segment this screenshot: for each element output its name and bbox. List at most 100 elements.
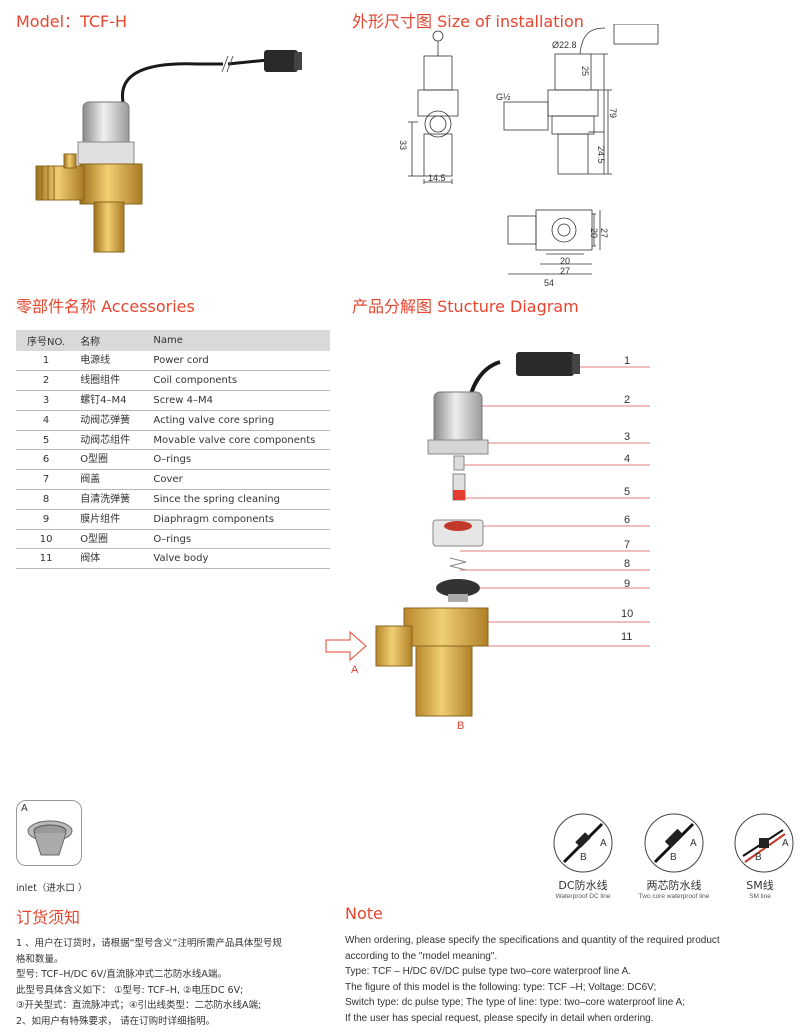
row-no: 2 — [16, 370, 77, 392]
row-no: 10 — [16, 529, 77, 550]
row-no: 3 — [16, 390, 77, 411]
row-no: 8 — [16, 489, 77, 510]
note-line: Switch type: dc pulse type; The type of … — [345, 997, 685, 1008]
note-line: Type: TCF – H/DC 6V/DC pulse type two–co… — [345, 966, 632, 977]
product-photo — [35, 50, 302, 253]
order-line: 格和数量。 — [16, 953, 64, 965]
header-en: Name — [149, 330, 330, 351]
callout-6: 6 — [624, 514, 631, 526]
callout-5: 5 — [624, 486, 631, 498]
row-en: O–rings — [149, 449, 330, 471]
row-cn: 线圈组件 — [76, 370, 150, 392]
accessories-title: 零部件名称 Accessories — [16, 297, 195, 316]
row-no: 6 — [16, 449, 77, 471]
callout-10: 10 — [621, 608, 634, 620]
row-en: Acting valve core spring — [149, 410, 330, 431]
callout-1: 1 — [624, 355, 631, 367]
order-line: 1 、用户在订货时，请根据“型号含义”注明所需产品具体型号规 — [16, 938, 282, 949]
note-title: Note — [345, 904, 383, 923]
wire-2-label-a: A — [690, 838, 697, 849]
row-en: O–rings — [149, 529, 330, 550]
table-header-row: 序号NO. 名称 Name — [16, 330, 330, 351]
note-text: When ordering, please specify the specif… — [345, 933, 795, 1026]
callout-7: 7 — [624, 539, 631, 551]
dim-20-horizontal: 20 — [560, 256, 571, 266]
inlet-filter-box: A — [16, 800, 82, 866]
row-no: 4 — [16, 410, 77, 431]
row-en: Power cord — [149, 351, 330, 372]
row-en: Since the spring cleaning — [149, 489, 330, 510]
dim-14-5: 14.5 — [428, 173, 446, 183]
row-cn: 动阀芯弹簧 — [76, 410, 150, 431]
exploded-diagram — [325, 352, 650, 717]
callout-8: 8 — [624, 558, 631, 570]
wire-3-sub: SM line — [749, 893, 771, 900]
sm-wire-icon — [734, 813, 794, 873]
wire-3-label-b: B — [755, 852, 762, 863]
dim-thread: G½ — [496, 92, 511, 102]
wire-1-label-a: A — [600, 838, 607, 849]
order-line: ③开关型式：直流脉冲式；④引出线类型：二芯防水线A端; — [16, 1000, 262, 1011]
order-line: 2、如用户有特殊要求， 请在订购时详细指明。 — [16, 1015, 216, 1027]
row-en: Movable valve core components — [149, 430, 330, 451]
row-no: 9 — [16, 509, 77, 530]
installation-title: 外形尺寸图 Size of installation — [352, 12, 584, 31]
dim-79: 79 — [608, 108, 618, 119]
order-line: 型号: TCF–H/DC 6V/直流脉冲式二芯防水线A端。 — [16, 969, 227, 980]
installation-drawing-top — [507, 209, 601, 275]
structure-title: 产品分解图 Stucture Diagram — [352, 297, 579, 316]
note-line: When ordering, please specify the specif… — [345, 935, 720, 946]
inlet-badge: A — [21, 803, 28, 814]
dim-33: 33 — [398, 140, 408, 151]
dim-27-horizontal: 27 — [560, 266, 571, 276]
two-core-wire-icon — [644, 813, 704, 873]
dc-waterproof-wire-icon — [553, 813, 613, 873]
row-cn: O型圈 — [76, 449, 150, 471]
order-text: 1 、用户在订货时，请根据“型号含义”注明所需产品具体型号规 格和数量。 型号:… — [16, 936, 342, 1029]
row-en: Valve body — [149, 548, 330, 570]
inlet-label-a: A — [351, 664, 359, 676]
note-line: If the user has special request, please … — [345, 1012, 654, 1024]
callout-4: 4 — [624, 453, 631, 465]
wire-3-label-a: A — [782, 838, 789, 849]
note-line: The figure of this model is the followin… — [345, 981, 657, 993]
row-cn: 阀体 — [76, 548, 150, 570]
callout-3: 3 — [624, 431, 631, 443]
row-cn: 螺钉4–M4 — [76, 390, 150, 411]
outlet-label-b: B — [457, 720, 465, 732]
callout-2: 2 — [624, 394, 631, 406]
row-en: Screw 4–M4 — [149, 390, 330, 411]
dim-20-vertical: 20 — [589, 228, 599, 239]
wire-2-name: 两芯防水线 — [646, 879, 702, 892]
row-no: 7 — [16, 469, 77, 491]
row-cn: 自清洗弹簧 — [76, 489, 150, 510]
wire-2-sub: Two core waterproof line — [638, 893, 710, 900]
dim-25: 25 — [580, 66, 590, 77]
installation-drawing-front — [408, 24, 659, 184]
order-title: 订货须知 — [16, 908, 81, 927]
dim-diameter: Ø22.8 — [552, 40, 577, 50]
wire-2-label-b: B — [670, 852, 677, 863]
row-no: 1 — [16, 351, 77, 372]
header-cn: 名称 — [76, 330, 150, 351]
inlet-caption: inlet（进水口 ） — [16, 883, 88, 894]
dim-54: 54 — [544, 278, 555, 288]
order-line: 此型号具体含义如下： ①型号: TCF–H, ②电压DC 6V; — [16, 984, 244, 996]
wire-1-label-b: B — [580, 852, 587, 863]
filter-mesh-icon — [27, 820, 73, 856]
row-cn: O型圈 — [76, 529, 150, 550]
wire-1-name: DC防水线 — [558, 879, 608, 892]
callout-11: 11 — [621, 631, 633, 643]
row-cn: 膜片组件 — [76, 509, 150, 530]
row-cn: 动阀芯组件 — [76, 430, 150, 451]
